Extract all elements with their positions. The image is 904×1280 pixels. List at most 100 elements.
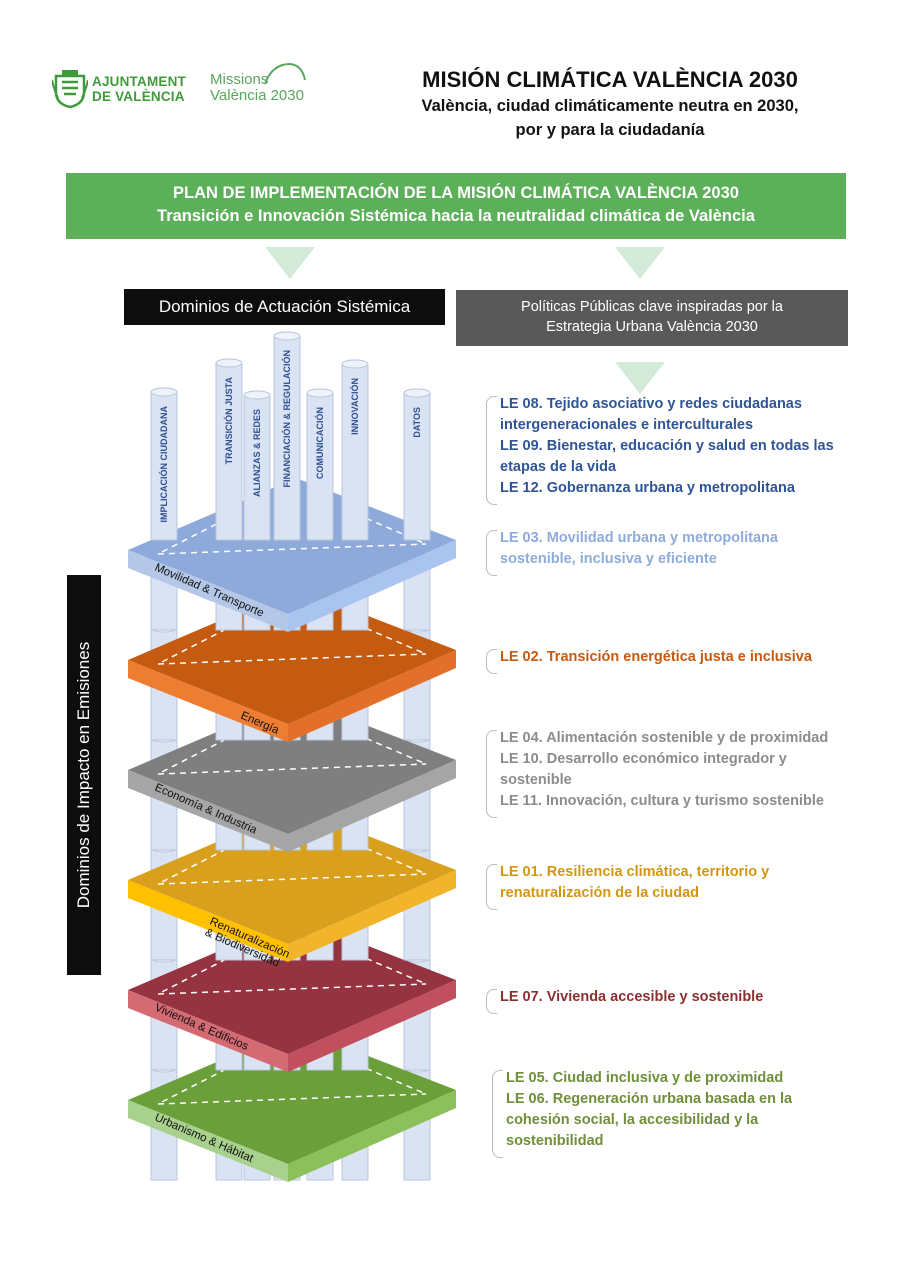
org-logo-line2: DE VALÈNCIA	[92, 89, 185, 104]
column-top-cap	[273, 331, 301, 341]
column-top-body	[150, 391, 178, 541]
column-label: DATOS	[412, 407, 422, 438]
slab-dash	[157, 543, 427, 555]
emissions-label-bar	[67, 575, 101, 975]
column-top: DATOS	[403, 388, 431, 541]
down-arrow-policies-icon	[615, 362, 665, 394]
column-top: TRANSICIÓN JUSTA	[215, 358, 243, 541]
policies-heading: Políticas Públicas clave inspiradas por …	[456, 290, 848, 346]
org-logo-line1: AJUNTAMENT	[92, 74, 186, 89]
column-label: INNOVACIÓN	[349, 378, 360, 435]
plan-banner: PLAN DE IMPLEMENTACIÓN DE LA MISIÓN CLIM…	[66, 173, 846, 239]
column-top-cap	[243, 390, 271, 400]
banner-line1: PLAN DE IMPLEMENTACIÓN DE LA MISIÓN CLIM…	[173, 184, 739, 202]
policy-line: sostenible, inclusiva y eficiente	[500, 551, 717, 567]
policy-line: LE 07. Vivienda accesible y sostenible	[500, 989, 764, 1005]
policy-line: etapas de la vida	[500, 459, 617, 475]
column-top-body	[243, 394, 271, 541]
emissions-heading-text: Dominios de Impacto en Emisiones	[74, 641, 93, 909]
domains-heading: Dominios de Actuación Sistémica	[124, 289, 445, 325]
column-label: FINANCIACIÓN & REGULACIÓN	[281, 350, 292, 488]
policy-line: sostenible	[500, 772, 572, 788]
slab-dash	[157, 653, 427, 665]
slab-dash	[157, 843, 237, 885]
policy-line: LE 12. Gobernanza urbana y metropolitana	[500, 480, 795, 496]
policy-brace	[486, 396, 497, 505]
slab-dash	[157, 763, 427, 775]
policy-line: LE 05. Ciudad inclusiva y de proximidad	[506, 1070, 784, 1086]
slab-top	[128, 1028, 456, 1164]
column-label: IMPLICACIÓN CIUDADANA	[158, 406, 169, 523]
column-label: COMUNICACIÓN	[314, 407, 325, 479]
column-label: ALIANZAS & REDES	[252, 409, 262, 497]
slab-side-right	[288, 650, 456, 742]
column-top: COMUNICACIÓN	[306, 388, 334, 541]
column-top-cap	[215, 358, 243, 368]
column-top-cap	[341, 359, 369, 369]
layer-slab	[128, 588, 456, 742]
policy-line: LE 01. Resiliencia climática, territorio…	[500, 864, 770, 880]
column-top: INNOVACIÓN	[341, 359, 369, 541]
slab-side-left	[128, 1100, 288, 1182]
policy-group: LE 02. Transición energética justa e inc…	[486, 647, 880, 674]
policy-line: LE 10. Desarrollo económico integrador y	[500, 751, 787, 767]
column-top-body	[341, 363, 369, 541]
policy-brace	[486, 864, 497, 910]
slab-side-left	[128, 770, 288, 852]
policy-line: LE 08. Tejido asociativo y redes ciudada…	[500, 396, 802, 412]
slab-side-right	[288, 540, 456, 632]
emissions-heading: Dominios de Impacto en Emisiones	[67, 575, 101, 975]
column-top-body	[403, 392, 431, 541]
policy-brace	[486, 989, 497, 1014]
policy-line: renaturalización de la ciudad	[500, 885, 700, 901]
policy-brace	[486, 730, 497, 818]
layer-slab	[128, 478, 456, 632]
policy-line: LE 09. Bienestar, educación y salud en t…	[500, 438, 834, 454]
title-block: MISIÓN CLIMÁTICA VALÈNCIA 2030 València,…	[380, 66, 840, 142]
slab-side-left	[128, 990, 288, 1072]
slab-top	[128, 588, 456, 724]
missions-logo-line2: València 2030	[210, 87, 304, 104]
page-title: MISIÓN CLIMÁTICA VALÈNCIA 2030	[422, 67, 798, 92]
column-top-cap	[403, 388, 431, 398]
slab-dash	[157, 1063, 237, 1105]
slab-side-left	[128, 660, 288, 742]
policy-brace	[492, 1070, 503, 1158]
banner-line2: Transición e Innovación Sistémica hacia …	[157, 207, 755, 225]
slab-side-right	[288, 1090, 456, 1182]
page-subtitle-2: por y para la ciudadanía	[515, 121, 705, 139]
missions-logo: Missions València 2030	[210, 72, 304, 104]
ajuntament-logo-text: AJUNTAMENT DE VALÈNCIA	[92, 74, 186, 104]
ajuntament-crest-icon	[52, 70, 88, 108]
slab-side-left	[128, 880, 288, 962]
column-top: FINANCIACIÓN & REGULACIÓN	[273, 331, 301, 541]
policy-brace	[486, 649, 497, 674]
slab-dash	[157, 873, 427, 885]
column-top-cap	[150, 387, 178, 397]
policies-heading-line1: Políticas Públicas clave inspiradas por …	[521, 299, 783, 315]
policy-line: LE 02. Transición energética justa e inc…	[500, 649, 812, 665]
policy-line: intergeneracionales e interculturales	[500, 417, 754, 433]
page-subtitle-1: València, ciudad climáticamente neutra e…	[421, 97, 799, 115]
policies-heading-line2: Estrategia Urbana València 2030	[546, 319, 758, 335]
policy-line: cohesión social, la accesibilidad y la	[506, 1112, 759, 1128]
policies-list: LE 08. Tejido asociativo y redes ciudada…	[470, 0, 890, 1280]
policy-group: LE 07. Vivienda accesible y sostenible	[486, 987, 880, 1014]
slab-top	[128, 478, 456, 614]
slab-top	[128, 808, 456, 944]
column-top-body	[215, 362, 243, 541]
column-label: TRANSICIÓN JUSTA	[223, 377, 234, 465]
column-top-body	[306, 392, 334, 541]
missions-logo-line1: Missions	[210, 71, 269, 88]
policy-line: sostenibilidad	[506, 1133, 604, 1149]
slab-dash	[157, 1093, 427, 1105]
column-top: IMPLICACIÓN CIUDADANA	[150, 387, 178, 541]
slab-side-right	[288, 980, 456, 1072]
layer-slab	[128, 698, 456, 852]
layer-slab	[128, 918, 456, 1072]
policy-group: LE 08. Tejido asociativo y redes ciudada…	[486, 394, 880, 505]
missions-arc-icon	[264, 62, 306, 85]
